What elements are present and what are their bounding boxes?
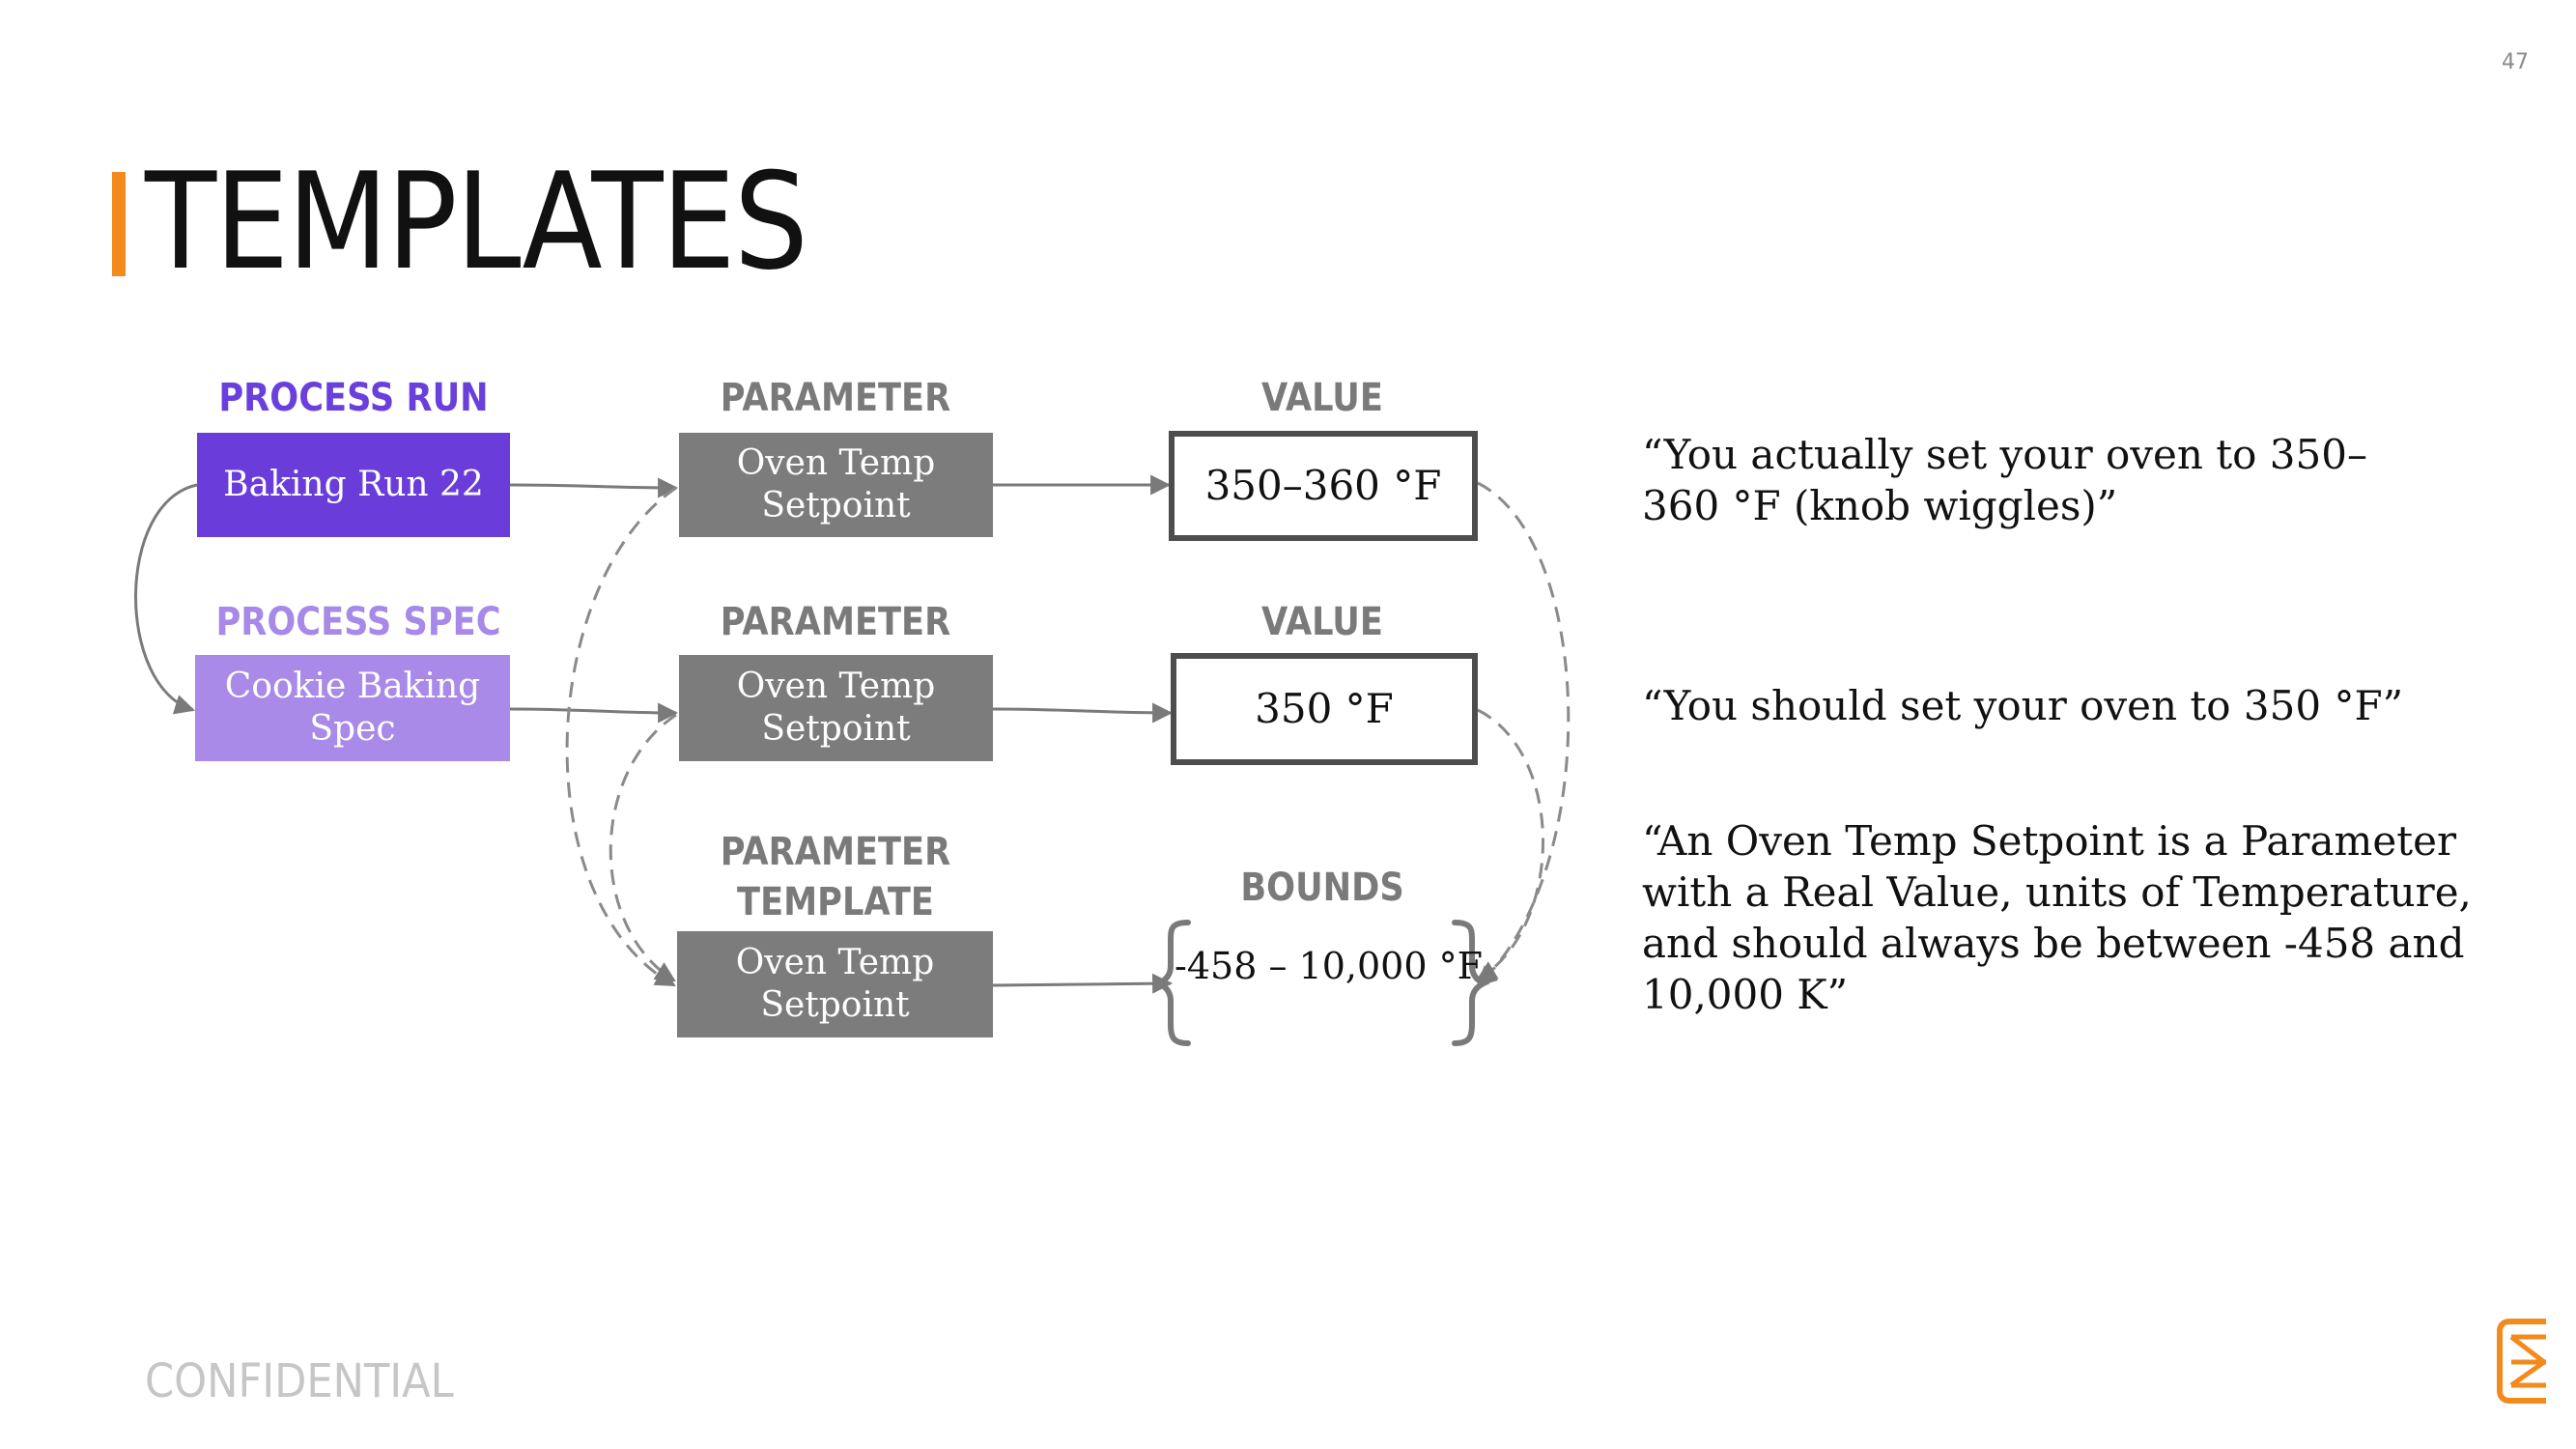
parameter-template-label-line2: Setpoint bbox=[760, 985, 910, 1025]
value-run-box: 350–360 °F bbox=[1169, 431, 1478, 541]
process-run-header: PROCESS RUN bbox=[218, 376, 489, 420]
quote-template-line1: “An Oven Temp Setpoint is a Parameter bbox=[1642, 817, 2457, 865]
template-to-bounds-link bbox=[992, 973, 1174, 994]
process-run-box: Baking Run 22 bbox=[197, 433, 510, 537]
param-to-value-link-2 bbox=[992, 702, 1174, 724]
process-spec-label-line2: Spec bbox=[309, 709, 396, 749]
page-number: 47 bbox=[2502, 50, 2529, 74]
parameter-run-label-line1: Oven Temp bbox=[736, 443, 936, 483]
process-spec-box: Cookie Baking Spec bbox=[195, 655, 510, 761]
quote-template-line2: with a Real Value, units of Temperature, bbox=[1642, 868, 2472, 916]
run-to-spec-link bbox=[134, 483, 198, 715]
parameter-template-header-line2: TEMPLATE bbox=[737, 880, 934, 924]
param-run-to-template-link bbox=[565, 486, 677, 987]
value-spec-label: 350 °F bbox=[1255, 685, 1394, 732]
parameter-header-run: PARAMETER bbox=[720, 376, 951, 420]
value-run-label: 350–360 °F bbox=[1204, 462, 1442, 509]
quote-template-line3: and should always be between -458 and bbox=[1642, 920, 2465, 967]
parameter-run-box: Oven Temp Setpoint bbox=[679, 433, 993, 537]
parameter-template-box: Oven Temp Setpoint bbox=[677, 931, 993, 1037]
title-accent-bar bbox=[112, 172, 126, 276]
parameter-spec-label-line1: Oven Temp bbox=[736, 667, 936, 706]
parameter-spec-box: Oven Temp Setpoint bbox=[679, 655, 993, 761]
parameter-template-label-line1: Oven Temp bbox=[735, 943, 935, 982]
parameter-header-spec: PARAMETER bbox=[720, 600, 951, 644]
value-header-run: VALUE bbox=[1261, 376, 1383, 420]
process-run-label: Baking Run 22 bbox=[223, 465, 484, 504]
parameter-spec-label-line2: Setpoint bbox=[761, 709, 911, 749]
bounds-value: -458 – 10,000 °F bbox=[1175, 945, 1483, 987]
value-header-spec: VALUE bbox=[1261, 600, 1383, 644]
quote-template: “An Oven Temp Setpoint is a Parameter wi… bbox=[1642, 815, 2472, 1020]
quote-run-line1: “You actually set your oven to 350– bbox=[1642, 431, 2367, 478]
quote-spec: “You should set your oven to 350 °F” bbox=[1642, 682, 2404, 729]
process-spec-label-line1: Cookie Baking bbox=[224, 667, 481, 706]
bounds-header: BOUNDS bbox=[1240, 866, 1404, 910]
quote-template-line4: 10,000 K” bbox=[1642, 971, 1849, 1018]
confidential-footer: CONFIDENTIAL bbox=[145, 1354, 454, 1408]
param-spec-to-template-link bbox=[609, 713, 677, 982]
value-spec-box: 350 °F bbox=[1171, 653, 1478, 765]
bounds-left-brace bbox=[1152, 920, 1191, 1046]
parameter-run-label-line2: Setpoint bbox=[761, 486, 911, 526]
run-to-param-link bbox=[509, 477, 679, 498]
process-spec-header: PROCESS SPEC bbox=[215, 600, 501, 644]
company-logo-icon bbox=[2496, 1318, 2550, 1405]
quote-run-line2: 360 °F (knob wiggles)” bbox=[1642, 482, 2118, 529]
parameter-template-header: PARAMETER TEMPLATE bbox=[697, 827, 973, 927]
value-run-to-bounds-link bbox=[1476, 481, 1571, 987]
quote-run: “You actually set your oven to 350– 360 … bbox=[1642, 429, 2367, 531]
parameter-template-header-line1: PARAMETER bbox=[720, 830, 951, 874]
spec-to-param-link bbox=[509, 702, 679, 724]
value-spec-to-bounds-link bbox=[1476, 708, 1544, 981]
page-title: TEMPLATES bbox=[145, 144, 808, 299]
bounds-right-brace bbox=[1452, 920, 1490, 1046]
